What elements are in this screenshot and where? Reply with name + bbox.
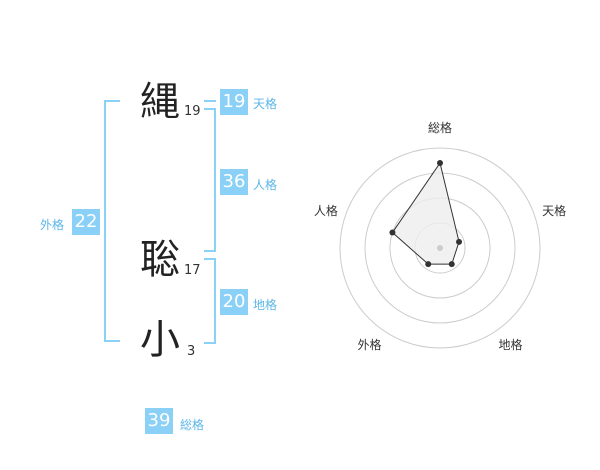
radar-ring — [339, 147, 541, 349]
radar-polygon — [391, 161, 460, 265]
radar-center-point — [437, 245, 443, 251]
radar-axis-label-2: 天格 — [542, 203, 566, 218]
name-char-1: 縄 — [140, 79, 180, 125]
chikaku-label: 地格 — [253, 298, 278, 312]
gaikaku-badge: 22 — [72, 209, 100, 235]
radar-axis-label-3: 地格 — [499, 337, 523, 352]
chikaku-badge: 20 — [220, 289, 248, 315]
stroke-count-2: 17 — [184, 263, 201, 278]
stroke-count-1: 19 — [184, 104, 201, 119]
radar-point-4 — [425, 261, 432, 268]
name-char-3: 小 — [140, 317, 180, 363]
jinkaku-label: 人格 — [253, 178, 278, 192]
jinkaku-badge: 36 — [220, 169, 248, 195]
radar-point-5 — [389, 229, 396, 236]
radar-axis-label-4: 外格 — [357, 337, 381, 352]
gaikaku-label: 外格 — [40, 218, 65, 232]
radar-axis-label-1: 総格 — [428, 120, 452, 135]
chikaku-bracket — [204, 258, 216, 344]
radar-point-1 — [437, 160, 443, 166]
tenkaku-bracket — [204, 100, 216, 102]
stroke-count-3: 3 — [187, 344, 196, 359]
radar-point-3 — [448, 261, 455, 268]
tenkaku-badge: 19 — [220, 89, 248, 115]
tenkaku-label: 天格 — [253, 97, 278, 111]
gaikaku-bracket — [104, 100, 120, 342]
jinkaku-bracket — [204, 108, 216, 252]
name-char-2: 聡 — [140, 237, 180, 283]
soukaku-label: 総格 — [180, 418, 205, 432]
radar-point-2 — [456, 238, 463, 245]
radar-axis-label-5: 人格 — [314, 203, 338, 218]
soukaku-badge: 39 — [145, 408, 173, 434]
